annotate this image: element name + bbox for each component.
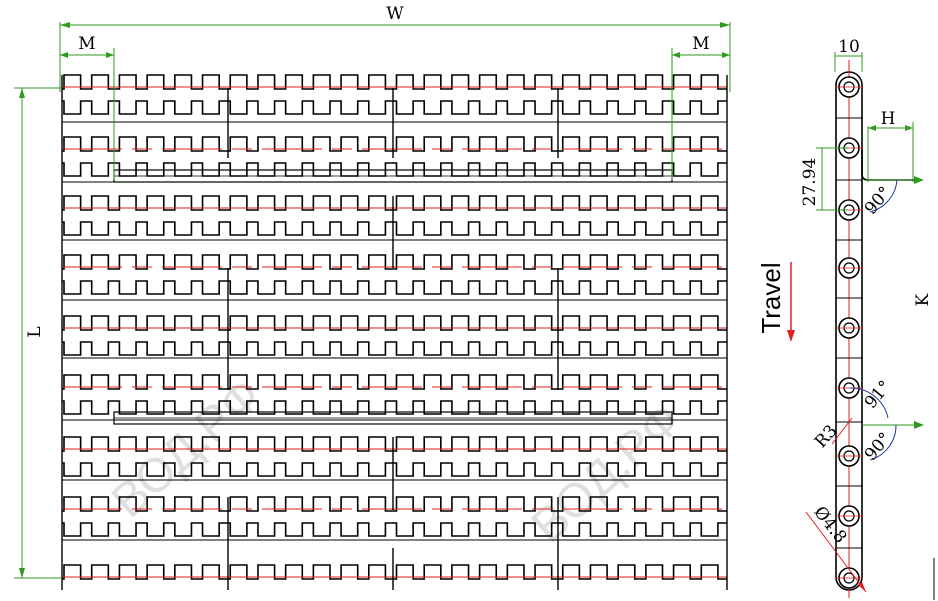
belt-row: [62, 195, 727, 236]
hinge-pin: [835, 76, 863, 98]
belt-row: [62, 496, 727, 537]
thickness-dimension: [834, 52, 863, 72]
travel-arrow: [787, 262, 795, 342]
side-view: [835, 60, 863, 598]
width-label: W: [386, 4, 404, 24]
height-dimension: [867, 122, 914, 182]
thickness-label: 10: [838, 37, 860, 57]
width-dimension: [59, 22, 731, 180]
height-label: H: [881, 109, 896, 129]
length-label: L: [25, 326, 45, 337]
belt-row: [62, 436, 727, 477]
belt-row: [62, 374, 727, 415]
module-left-label: M: [78, 34, 95, 54]
travel-label: Travel: [756, 262, 786, 333]
belt-row: [62, 254, 727, 295]
height-dimension-arrows: [868, 125, 913, 131]
hinge-pin: [835, 567, 863, 589]
hinge-pin: [835, 317, 863, 339]
angle-mid-label: 91°: [861, 377, 896, 413]
belt-rows: [61, 74, 728, 590]
hinge-pin: [835, 257, 863, 279]
hinge-pin: [835, 377, 863, 399]
width-dimension-arrows: [60, 22, 730, 58]
belt-row: [62, 74, 727, 115]
angle-lower-label: 90°: [861, 429, 896, 465]
lower-flight: [831, 387, 924, 461]
watermark-left: ВОД.РФ: [102, 368, 272, 528]
belt-row: [62, 564, 727, 580]
belt-row: [62, 136, 727, 177]
length-dimension-arrows: [19, 88, 25, 578]
module-right-label: M: [692, 34, 709, 54]
belt-row: [62, 315, 727, 356]
k-label: K: [913, 293, 933, 306]
radius-label: R3: [811, 421, 842, 452]
hinge-pin: [835, 445, 863, 467]
hinge-pin: [835, 505, 863, 527]
upper-flight: [861, 150, 924, 213]
pitch-label: 27.94: [800, 158, 820, 207]
hole-dimension: [805, 511, 867, 593]
angle-upper-label: 90°: [861, 183, 896, 219]
pitch-dimension: [816, 147, 848, 211]
